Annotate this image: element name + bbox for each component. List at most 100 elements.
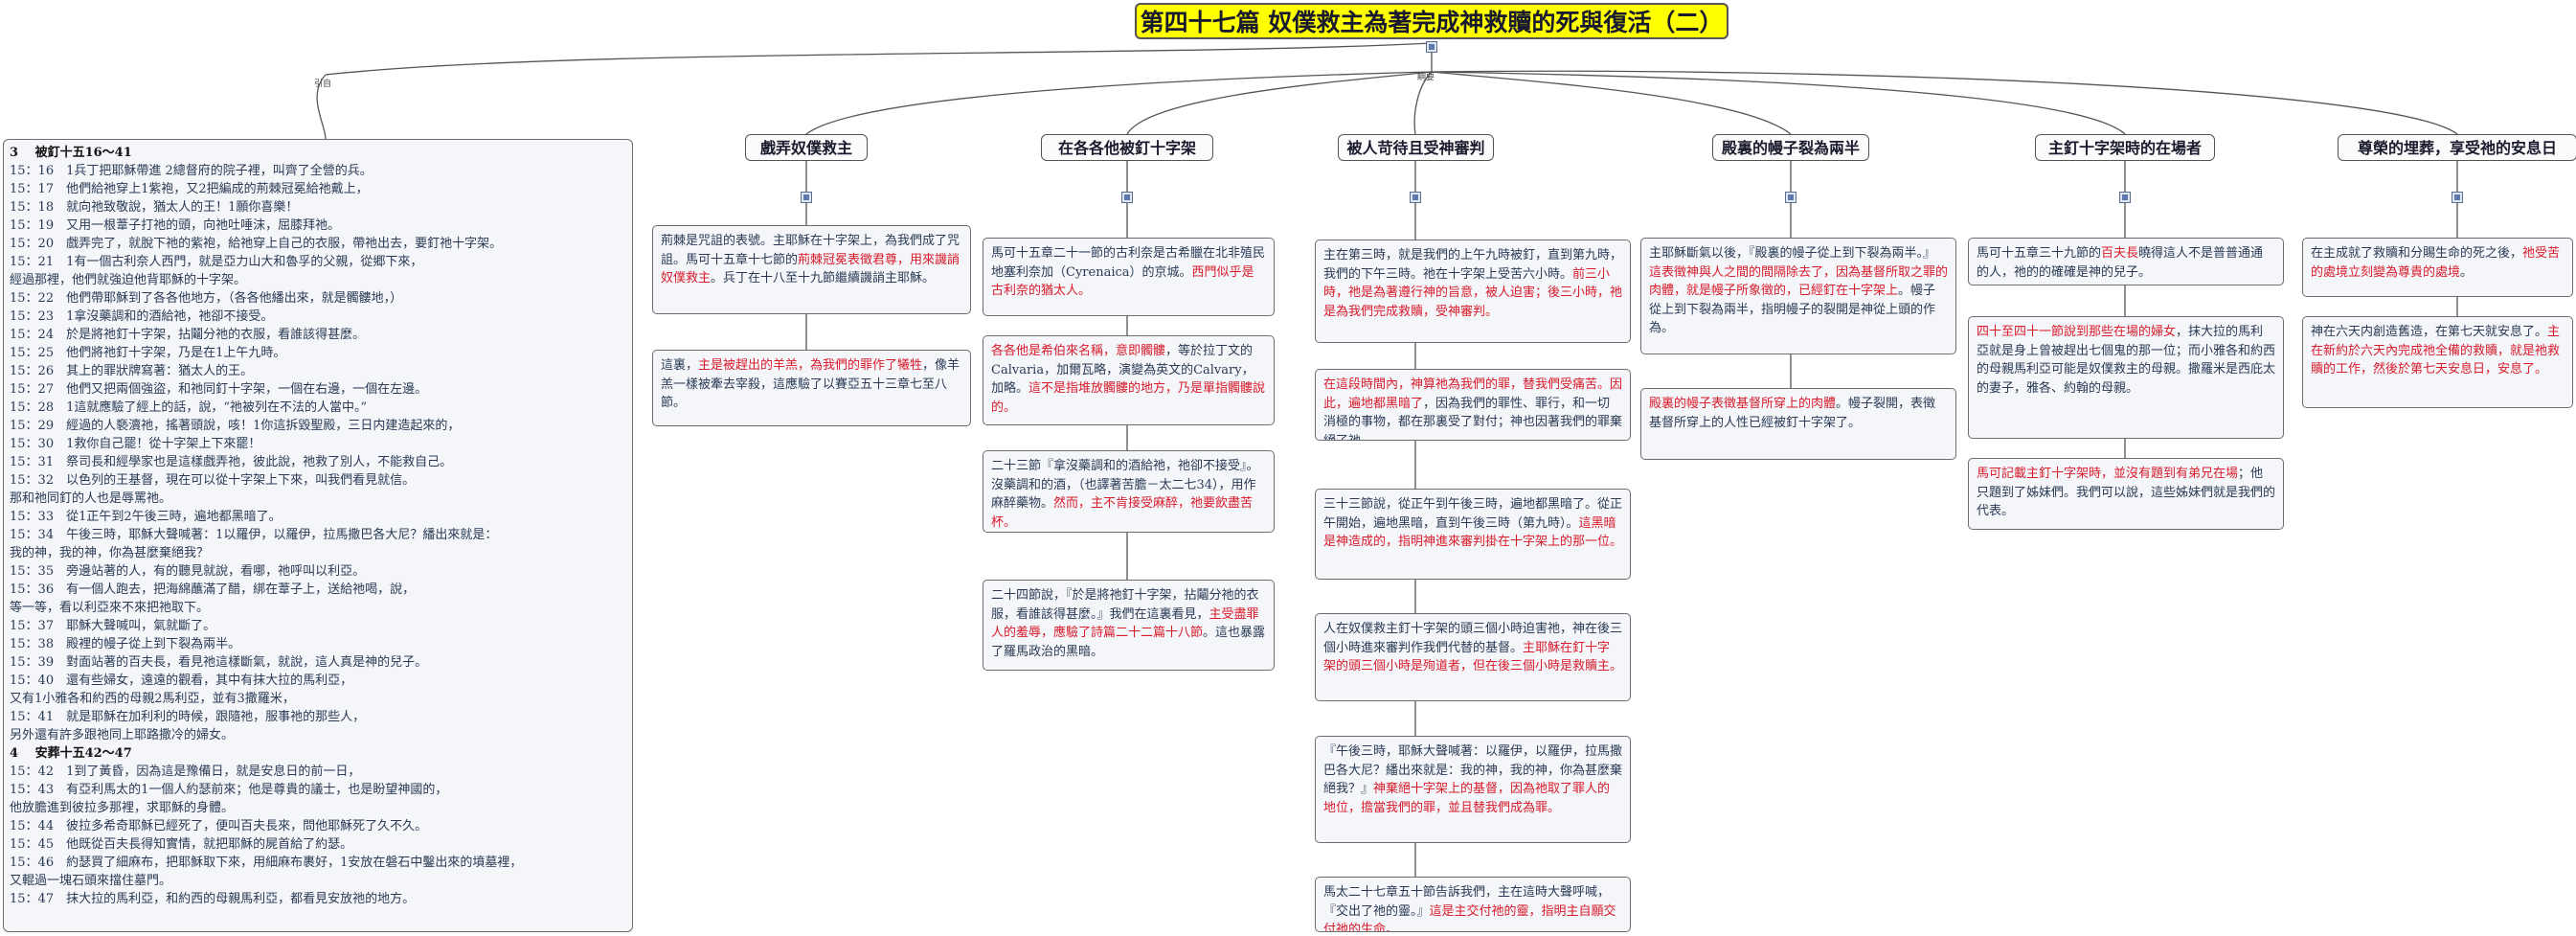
note-icon[interactable] — [1785, 192, 1796, 203]
highlighted-text: 神棄絕十字架上的基督，因為祂取了罪人的地位，擔當我們的罪，並且替我們成為罪。 — [1323, 782, 1611, 815]
verse-line: 又有1小雅各和約西的母親2馬利亞，並有3撒羅米， — [10, 692, 295, 706]
note-box: 荊棘是咒詛的表號。主耶穌在十字架上，為我們成了咒詛。馬可十五章十七節的荊棘冠冕表… — [652, 225, 971, 314]
scripture-text-box: 3 被釘十五16～41 15：16 1兵丁把耶穌帶進 2總督府的院子裡，叫齊了全營… — [3, 139, 633, 932]
verse-line: 15：33 從1正午到2午後三時，遍地都黑暗了。 — [10, 510, 282, 524]
highlighted-text: 這不是指堆放髑髏的地方，乃是單指髑髏說的。 — [991, 381, 1266, 415]
verse-line: 15：32 以色列的王基督，現在可以從十字架上下來，叫我們看見就信。 — [10, 473, 416, 488]
verse-line: 15：19 又用一根葦子打祂的頭，向祂吐唾沫，屈膝拜祂。 — [10, 218, 341, 233]
note-text: 。這也暴露了羅馬政治的黑暗。 — [991, 626, 1266, 659]
verse-line: 經過那裡，他們就強迫他背耶穌的十字架。 — [10, 273, 247, 287]
highlighted-text: 各各他是希伯來名稱，意即髑髏 — [991, 344, 1166, 358]
highlighted-text: 祂受苦的處境立刻變為尊貴的處境 — [2311, 246, 2561, 280]
highlighted-text: 這表徵神與人之間的間隔除去了，因為基督所取之罪的肉體，就是幔子所象徵的，已經釘在… — [1649, 264, 1949, 299]
page-title: 第四十七篇 奴僕救主為著完成神救贖的死與復活（二） — [1135, 3, 1729, 39]
highlighted-text: 然而，主不肯接受麻醉，祂要飲盡苦杯。 — [991, 496, 1254, 530]
highlighted-text: 這是主交付祂的靈，指明主自願交付祂的生命。 — [1323, 903, 1616, 932]
note-text: 在主成就了救贖和分賜生命的死之後， — [2311, 246, 2523, 261]
note-text: 。兵丁在十八至十九節繼續譏誚主耶穌。 — [711, 271, 936, 285]
verse-line: 15：45 他既從百夫長得知實情，就把耶穌的屍首給了約瑟。 — [10, 837, 353, 852]
note-box: 馬太二十七章五十節告訴我們，主在這時大聲呼喊，『交出了祂的靈。』這是主交付祂的靈… — [1315, 877, 1631, 932]
note-text: 。幔子裂開，表徵基督所穿上的人性已經被釘十字架了。 — [1649, 397, 1936, 430]
note-box: 這裏，主是被趕出的羊羔，為我們的罪作了犧牲，像羊羔一樣被牽去宰殺，這應驗了以賽亞… — [652, 350, 971, 426]
note-text: 三十三節說，從正午到午後三時，遍地都黑暗了。從正午開始，遍地黑暗，直到午後三時（… — [1323, 497, 1623, 531]
note-text: 主耶穌斷氣以後，『殿裏的幔子從上到下裂為兩半。』 — [1649, 246, 1936, 261]
note-text: ，像羊羔一樣被牽去宰殺，這應驗了以賽亞五十三章七至八節。 — [661, 358, 960, 410]
note-icon[interactable] — [1121, 192, 1133, 203]
verse-line: 15：16 1兵丁把耶穌帶進 2總督府的院子裡，叫齊了全營的兵。 — [10, 164, 373, 178]
highlighted-text: 殿裏的幔子表徵基督所穿上的肉體 — [1649, 397, 1837, 411]
verse-line: 15：24 於是將祂釘十字架，拈鬮分祂的衣服，看誰該得甚麼。 — [10, 328, 366, 342]
note-text: 馬可十五章二十一節的古利奈是古希臘在北非殖民地塞利奈加（Cyrenaica）的京… — [991, 246, 1266, 280]
note-box: 主在第三時，就是我們的上午九時被釘，直到第九時，我們的下午三時。祂在十字架上受苦… — [1315, 240, 1631, 343]
note-box: 神在六天内創造舊造，在第七天就安息了。主在新約於六天內完成祂全備的救贖，就是祂救… — [2302, 316, 2573, 408]
note-box: 四十至四十一節說到那些在場的婦女，抹大拉的馬利亞就是身上曾被趕出七個鬼的那一位；… — [1968, 316, 2284, 439]
verse-line: 15：43 有亞利馬太的1一個人約瑟前來；他是尊貴的議士，也是盼望神國的， — [10, 783, 448, 797]
note-box: 在這段時間內，神算祂為我們的罪，替我們受痛苦。因此，遍地都黑暗了，因為我們的罪性… — [1315, 369, 1631, 441]
verse-line: 等一等，看以利亞來不來把祂取下。 — [10, 601, 210, 615]
note-text: ；他只題到了姊妹們。我們可以說，這些姊妹們就是我們的代表。 — [1977, 467, 2276, 518]
highlighted-text: 主是被趕出的羊羔，為我們的罪作了犧牲 — [698, 358, 923, 373]
verse-line: 15：28 1這就應驗了經上的話，說，“祂被列在不法的人當中。” — [10, 400, 368, 415]
note-icon[interactable] — [801, 192, 812, 203]
verse-line: 15：23 1拿沒藥調和的酒給祂，祂卻不接受。 — [10, 309, 274, 324]
verse-line: 我的神，我的神，你為甚麼棄絕我？ — [10, 546, 210, 560]
intro-label: 引自 — [314, 80, 332, 89]
note-box: 馬可十五章三十九節的百夫長曉得這人不是普普通通的人，祂的的確確是神的兒子。 — [1968, 238, 2284, 285]
highlighted-text: 西門似乎是古利奈的猶太人。 — [991, 264, 1254, 299]
verse-line: 另外還有許多跟祂同上耶路撒冷的婦女。 — [10, 728, 235, 742]
note-text: 主在第三時，就是我們的上午九時被釘，直到第九時，我們的下午三時。祂在十字架上受苦… — [1323, 248, 1623, 282]
note-text: 荊棘是咒詛的表號。主耶穌在十字架上，為我們成了咒詛。馬可十五章十七節的 — [661, 234, 960, 267]
topic-crucified-golgotha[interactable]: 在各各他被釘十字架 — [1041, 134, 1213, 161]
note-box: 三十三節說，從正午到午後三時，遍地都黑暗了。從正午開始，遍地黑暗，直到午後三時（… — [1315, 489, 1631, 580]
note-text: ，等於拉丁文的Calvaria，加爾瓦略，演變為英文的Calvary，加略。 — [991, 344, 1254, 396]
note-text: 二十四節說，『於是將祂釘十字架，拈鬮分祂的衣服，看誰該得甚麼。』我們在這裏看見， — [991, 588, 1259, 622]
verse-line: 15：34 午後三時，耶穌大聲喊著：1以羅伊，以羅伊，拉馬撒巴各大尼？繙出來就是… — [10, 528, 498, 542]
note-text: 『午後三時，耶穌大聲喊著：以羅伊，以羅伊，拉馬撒巴各大尼？繙出來就是：我的神，我… — [1323, 744, 1623, 796]
highlighted-text: 在這段時間內，神算祂為我們的罪，替我們受痛苦。因此，遍地都黑暗了 — [1323, 377, 1623, 411]
topic-mocking[interactable]: 戲弄奴僕救主 — [745, 134, 868, 161]
note-icon[interactable] — [2119, 192, 2131, 203]
verse-line: 15：41 就是耶穌在加利利的時候，跟隨祂，服事祂的那些人， — [10, 710, 366, 724]
root-note-icon[interactable] — [1426, 41, 1437, 53]
verse-line: 15：39 對面站著的百夫長，看見祂這樣斷氣，就說，這人真是神的兒子。 — [10, 655, 428, 670]
verse-line: 15：17 他們給祂穿上1紫袍，又2把編成的荊棘冠冕給祂戴上， — [10, 182, 369, 196]
section-heading: 4 安葬十五42～47 — [10, 746, 132, 761]
verse-line: 15：21 1有一個古利奈人西門，就是亞力山大和魯孚的父親，從郷下來， — [10, 255, 423, 269]
verse-line: 15：25 他們將祂釘十字架，乃是在1上午九時。 — [10, 346, 286, 360]
section-heading: 3 被釘十五16～41 — [10, 146, 132, 160]
verse-line: 15：27 他們又把兩個強盜，和祂同釘十字架，一個在右邊，一個在左邊。 — [10, 382, 428, 397]
note-icon[interactable] — [2452, 192, 2463, 203]
note-text: 這裏， — [661, 358, 699, 373]
verse-line: 15：22 他們帶耶穌到了各各他地方，（各各他繙出來，就是髑髏地，） — [10, 291, 403, 306]
note-box: 二十四節說，『於是將祂釘十字架，拈鬮分祂的衣服，看誰該得甚麼。』我們在這裏看見，… — [983, 580, 1275, 671]
highlighted-text: 主耶穌在釘十字架的頭三個小時是殉道者，但在後三個小時是救贖主。 — [1323, 640, 1623, 674]
outline-label: 綱要 — [1417, 73, 1435, 82]
note-text: 馬可十五章三十九節的 — [1977, 246, 2102, 261]
topic-veil-split[interactable]: 殿裏的幔子裂為兩半 — [1712, 134, 1869, 161]
highlighted-text: 四十至四十一節說到那些在場的婦女 — [1977, 325, 2177, 339]
topic-persecuted-judged[interactable]: 被人苛待且受神審判 — [1338, 134, 1494, 161]
note-icon[interactable] — [1410, 192, 1421, 203]
note-box: 在主成就了救贖和分賜生命的死之後，祂受苦的處境立刻變為尊貴的處境。 — [2302, 238, 2573, 297]
topic-witnesses[interactable]: 主釘十字架時的在場者 — [2035, 134, 2215, 161]
verse-line: 15：31 祭司長和經學家也是這樣戲弄祂，彼此說，祂救了別人，不能救自己。 — [10, 455, 453, 469]
verse-line: 15：18 就向祂致敬說，猶太人的王！1願你喜樂！ — [10, 200, 299, 215]
verse-line: 又輥過一塊石頭來擋住墓門。 — [10, 874, 172, 888]
note-text: 二十三節『拿沒藥調和的酒給祂，祂卻不接受』。沒藥調和的酒，（也譯著苦膽－太二七3… — [991, 459, 1259, 511]
note-text: 。幔子從上到下裂為兩半，指明幔子的裂開是神從上頭的作為。 — [1649, 284, 1936, 335]
note-box: 『午後三時，耶穌大聲喊著：以羅伊，以羅伊，拉馬撒巴各大尼？繙出來就是：我的神，我… — [1315, 736, 1631, 843]
verse-line: 那和祂同釘的人也是辱罵祂。 — [10, 491, 172, 506]
note-text: 人在奴僕救主釘十字架的頭三個小時迫害祂，神在後三個小時進來審判作我們代替的基督。 — [1323, 622, 1623, 655]
verse-line: 15：29 經過的人褻瀆祂，搖著頭說，咳！1你這拆毀聖殿，三日内建造起來的， — [10, 419, 461, 433]
highlighted-text: 荊棘冠冕表徵君尊，用來譏誚奴僕救主 — [661, 252, 960, 286]
highlighted-text: 前三小時，祂是為著遵行神的旨意，被人迫害；後三小時，祂是為我們完成救贖，受神審判… — [1323, 266, 1623, 319]
note-text: ，抹大拉的馬利亞就是身上曾被趕出七個鬼的那一位；而小雅各和約西的母親馬利亞可能是… — [1977, 325, 2276, 396]
highlighted-text: 馬可記載主釘十字架時，並沒有題到有弟兄在場 — [1977, 467, 2239, 481]
verse-line: 15：36 有一個人跑去，把海綿蘸滿了醋，綁在葦子上，送給祂喝，說， — [10, 582, 416, 597]
topic-honorable-burial[interactable]: 尊榮的埋葬，享受祂的安息日 — [2338, 134, 2576, 161]
highlighted-text: 主在新約於六天內完成祂全備的救贖，就是祂救贖的工作，然後於第七天安息日，安息了。 — [2311, 325, 2561, 377]
note-box: 二十三節『拿沒藥調和的酒給祂，祂卻不接受』。沒藥調和的酒，（也譯著苦膽－太二七3… — [983, 450, 1275, 533]
verse-line: 15：42 1到了黃昏，因為這是豫備日，就是安息日的前一日， — [10, 765, 361, 779]
verse-line: 15：47 抹大拉的馬利亞，和約西的母親馬利亞，都看見安放祂的地方。 — [10, 892, 416, 906]
highlighted-text: 主受盡罪人的羞辱，應驗了詩篇二十二篇十八節 — [991, 606, 1259, 641]
